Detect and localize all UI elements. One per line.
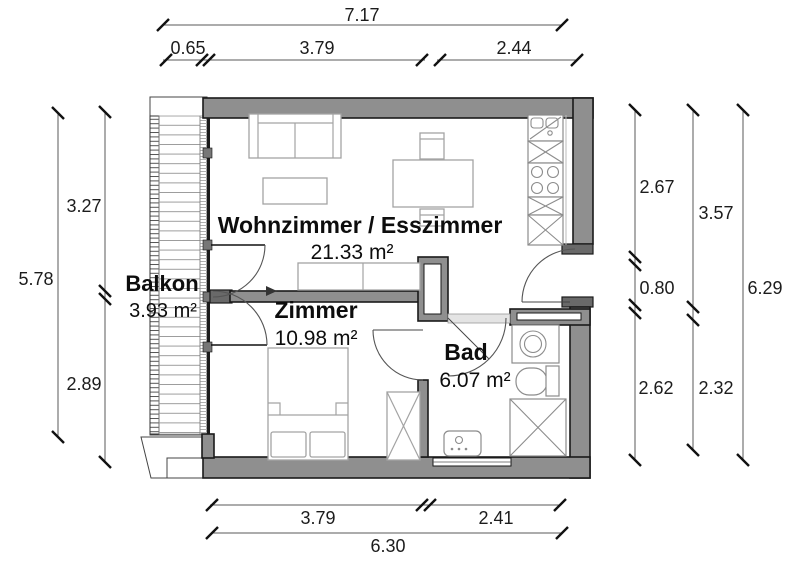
balcony-decking — [158, 115, 201, 435]
balcony-door-upper-swing — [212, 244, 266, 298]
kitchen-cabinet — [527, 140, 564, 164]
room-name-balkon: Balkon — [125, 271, 198, 296]
dining-table — [392, 159, 474, 208]
sofa — [248, 113, 342, 159]
bedroom-door-swing — [372, 329, 424, 381]
room-name-bad: Bad — [444, 339, 487, 365]
wardrobe — [386, 391, 421, 461]
entry-door-swing — [521, 248, 576, 303]
balcony — [140, 96, 213, 479]
dining-chair — [419, 132, 445, 160]
coffee-table — [262, 177, 328, 205]
wall-right-lower — [569, 306, 591, 479]
dim-right-mid-1: 3.57 — [698, 203, 733, 223]
dim-top-seg-2: 3.79 — [299, 38, 334, 58]
bath-door-swing — [447, 317, 507, 377]
kitchen-stove — [527, 162, 564, 198]
dimension-lines — [51, 18, 750, 540]
pillow — [270, 431, 307, 458]
dim-right-total: 6.29 — [747, 278, 782, 298]
wall-right-upper — [572, 97, 594, 245]
dim-top-total: 7.17 — [344, 5, 379, 25]
toilet — [515, 365, 560, 397]
window-post — [202, 341, 213, 353]
bath-door-leaf — [447, 317, 490, 360]
room-name-wohnzimmer: Wohnzimmer / Esszimmer — [218, 212, 503, 238]
room-area-zimmer: 10.98 m² — [275, 327, 358, 350]
entry-arrow — [238, 286, 277, 296]
room-labels: Wohnzimmer / Esszimmer 21.33 m² Zimmer 1… — [125, 212, 510, 392]
room-name-zimmer: Zimmer — [274, 297, 357, 323]
pillow — [309, 431, 346, 458]
room-area-wohnzimmer: 21.33 m² — [311, 241, 394, 264]
kitchen-sink — [527, 114, 564, 142]
kitchen-cabinet — [527, 196, 564, 216]
bedroom-furniture — [267, 347, 421, 461]
stair-landing-step — [166, 457, 205, 478]
dim-top-seg-1: 0.65 — [170, 38, 205, 58]
dim-right-inner-2: 0.80 — [639, 278, 674, 298]
room-area-bad: 6.07 m² — [439, 369, 510, 392]
bathroom-fixtures — [443, 324, 567, 457]
entry-jamb-top — [561, 243, 594, 255]
dim-right-inner-3: 2.62 — [638, 378, 673, 398]
dimension-labels: 7.17 0.65 3.79 2.44 5.78 3.27 2.89 2.67 … — [18, 5, 782, 556]
dining-chair — [419, 208, 445, 227]
shaft-duct — [423, 263, 442, 315]
dim-bottom-seg-2: 2.41 — [478, 508, 513, 528]
bed — [267, 347, 349, 461]
kitchen-unit — [527, 114, 567, 246]
kitchen-cabinet — [527, 214, 564, 246]
dim-bottom-seg-1: 3.79 — [300, 508, 335, 528]
balcony-door-lower-swing — [212, 290, 268, 346]
bath-door-threshold — [447, 313, 511, 324]
room-area-balkon: 3.93 m² — [129, 300, 197, 322]
shower — [509, 398, 567, 457]
window-post — [202, 147, 213, 159]
dim-left-seg-1: 3.27 — [66, 196, 101, 216]
washing-machine — [511, 324, 560, 364]
doors — [211, 244, 576, 381]
dim-left-total: 5.78 — [18, 269, 53, 289]
dim-right-mid-2: 2.32 — [698, 378, 733, 398]
wall-bottom-left-block — [201, 433, 215, 459]
sideboard — [297, 262, 421, 291]
washbasin — [443, 430, 482, 457]
dim-top-seg-3: 2.44 — [496, 38, 531, 58]
window-front — [207, 116, 210, 434]
bath-wall-inset — [516, 312, 582, 321]
walls — [201, 97, 594, 479]
dim-left-seg-2: 2.89 — [66, 374, 101, 394]
window-sill-band — [199, 115, 209, 435]
dim-bottom-total: 6.30 — [370, 536, 405, 556]
window-post — [202, 239, 213, 251]
living-room-furniture — [248, 113, 474, 291]
dim-right-inner-1: 2.67 — [639, 177, 674, 197]
